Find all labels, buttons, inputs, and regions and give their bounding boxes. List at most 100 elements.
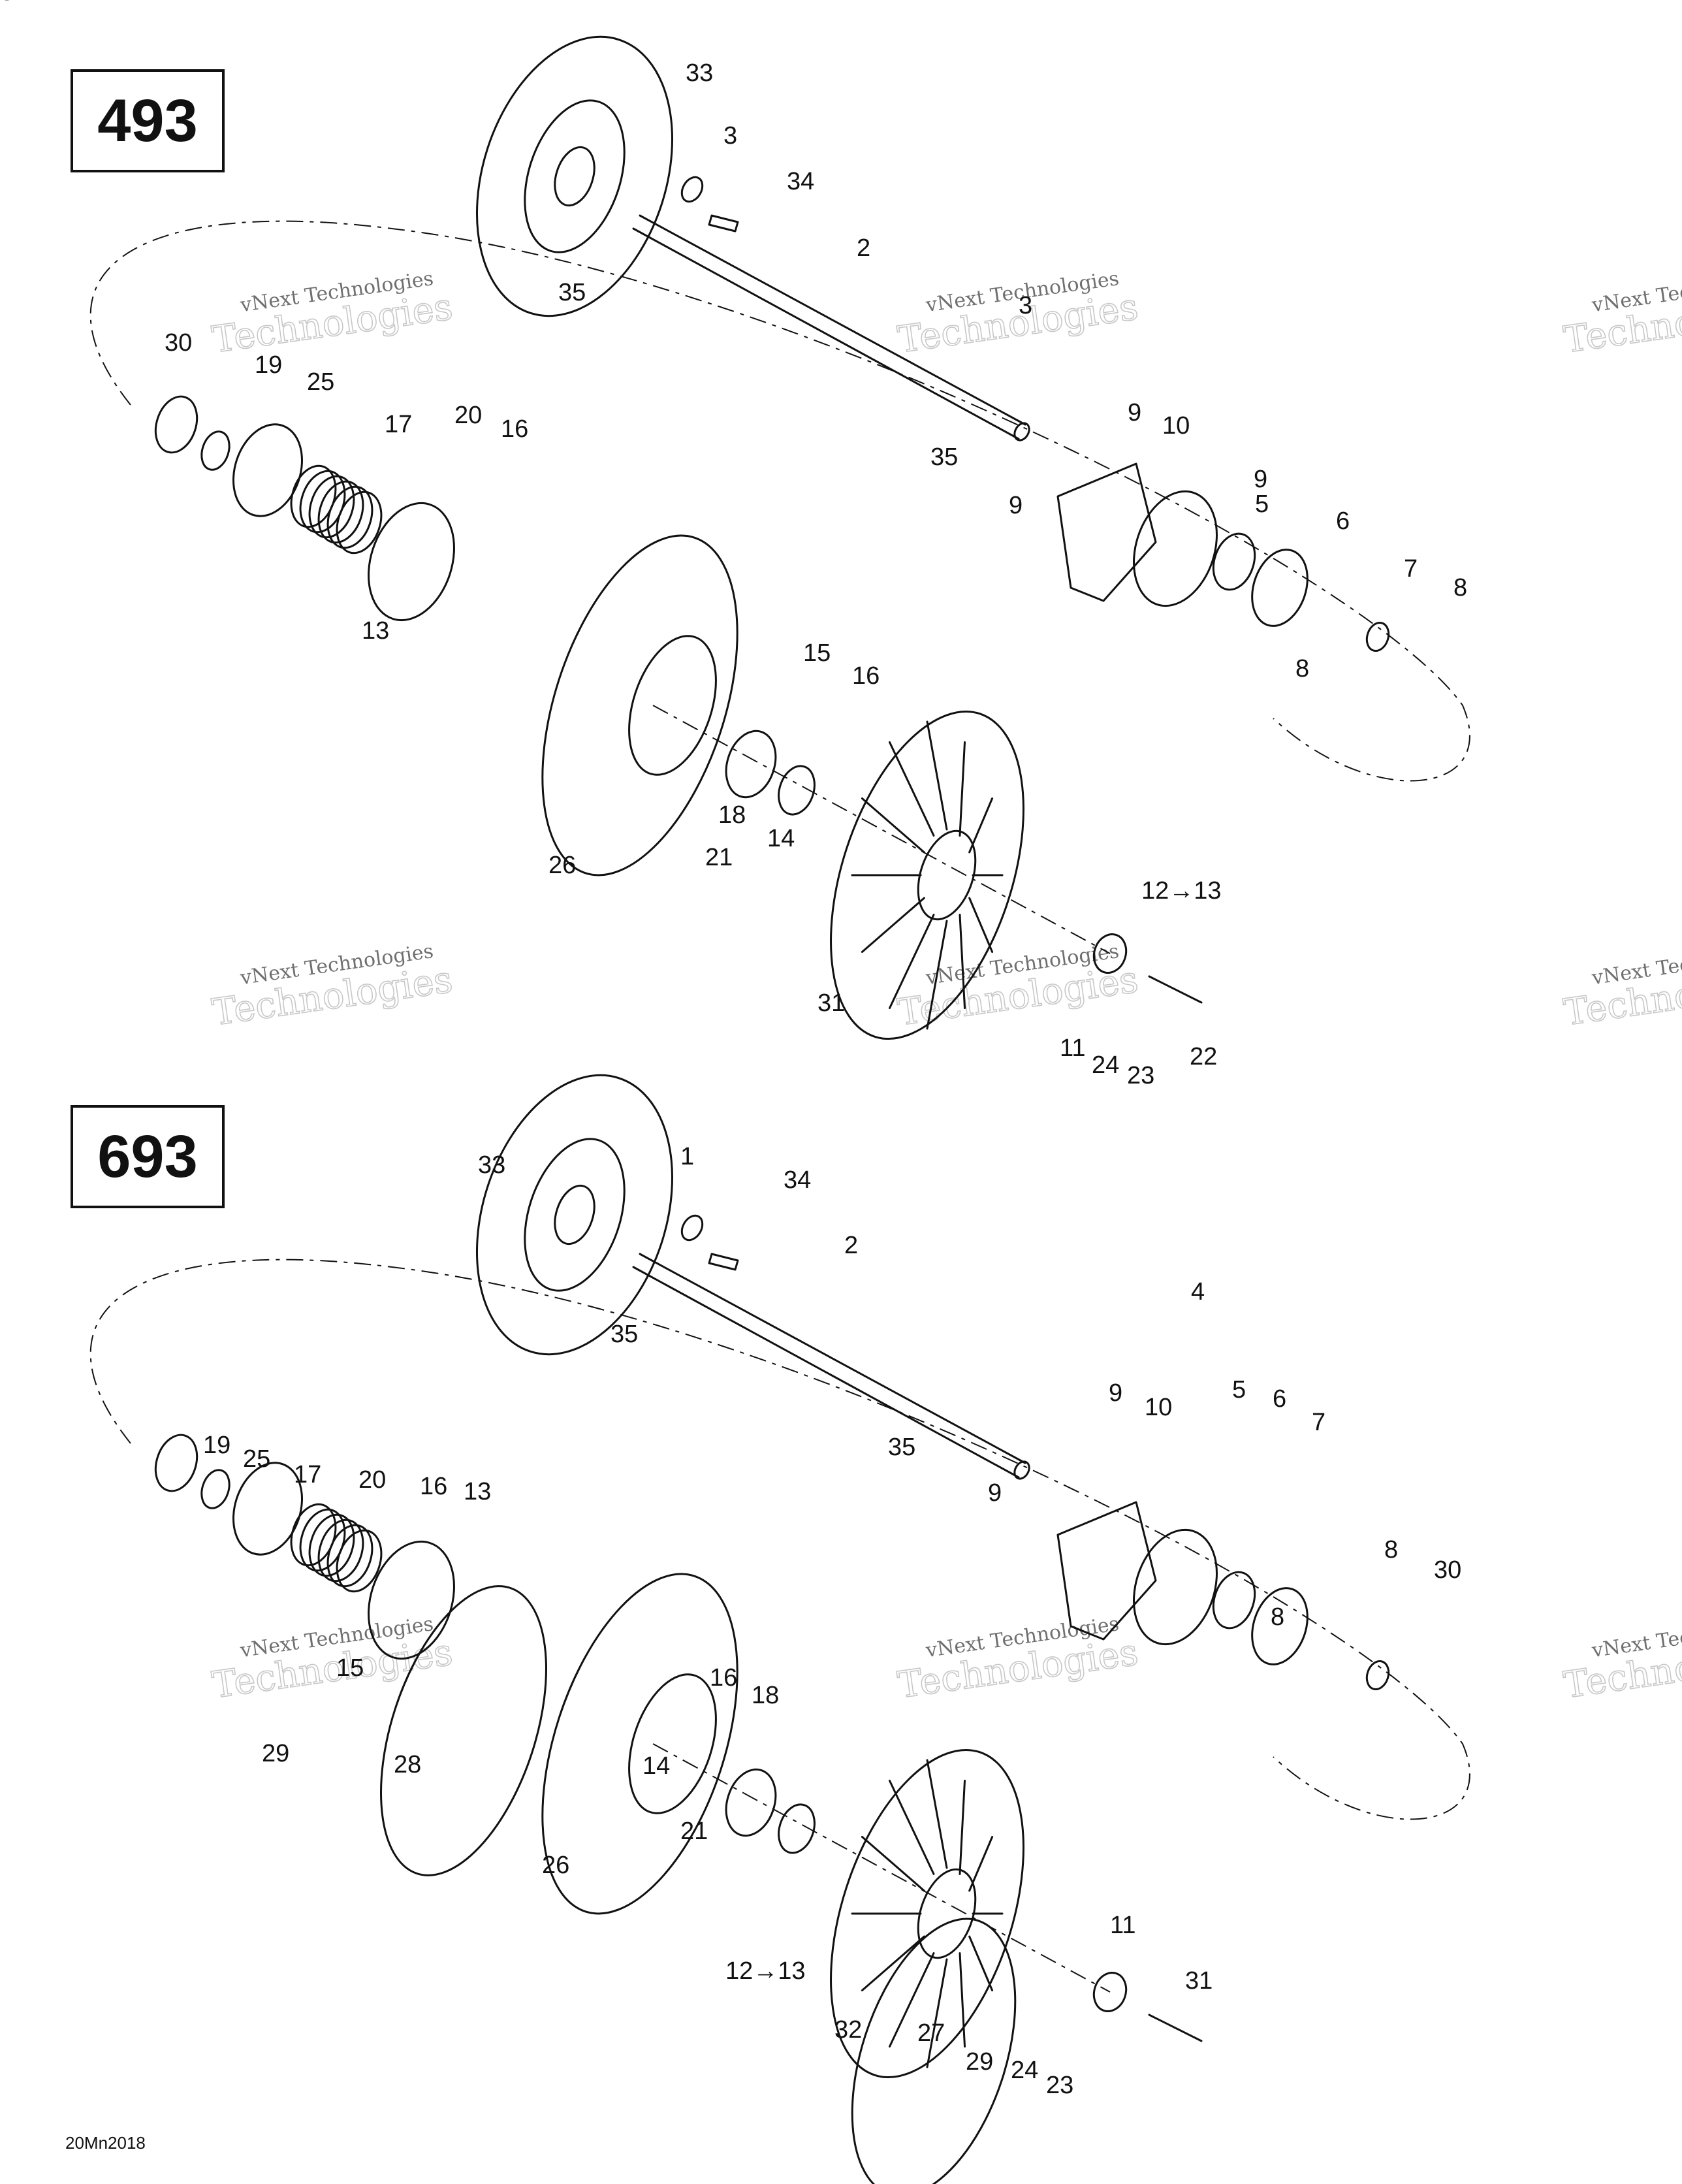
shaft-2-bottom [632, 1266, 1020, 1479]
bracket-plate [1056, 1501, 1157, 1641]
callout-693: 8 [1384, 1536, 1398, 1564]
callout-693: 24 [1011, 2057, 1038, 2084]
model-box-693: 693 [71, 1105, 225, 1208]
callout-693: 26 [542, 1852, 569, 1879]
fan-spoke [926, 1958, 948, 2068]
callout-493: 23 [1127, 1062, 1154, 1089]
fan-spoke [959, 1952, 966, 2048]
spacer-plate-5 [1133, 1528, 1218, 1646]
fan-spoke [889, 741, 935, 837]
washer-21 [778, 765, 816, 816]
fan-spoke [889, 1952, 935, 2048]
callout-493: 19 [255, 351, 282, 379]
bearing-6 [1212, 1571, 1256, 1630]
callout-693: 19 [203, 1432, 230, 1459]
callout-693: 21 [680, 1818, 708, 1845]
callout-693: 7 [1312, 1409, 1325, 1436]
o-ring-3 [680, 176, 704, 203]
key-34 [708, 1253, 739, 1271]
callout-493: 35 [558, 279, 586, 306]
callout-493: 14 [767, 825, 795, 852]
callout-493: 12→13 [1141, 877, 1222, 905]
callout-493: 18 [718, 801, 746, 829]
callout-693: 9 [1109, 1379, 1122, 1407]
fixed-sheave-bore [554, 1184, 595, 1245]
callout-693: 17 [294, 1461, 321, 1488]
callout-493: 15 [803, 639, 831, 667]
fan-spoke [959, 741, 966, 837]
fan-spoke [861, 1836, 925, 1892]
model-box-493: 493 [71, 69, 225, 172]
callout-493: 7 [1404, 555, 1418, 583]
callout-693: 31 [1185, 1967, 1213, 1995]
callout-693: 4 [1191, 1278, 1205, 1306]
washer-25 [200, 1469, 230, 1509]
cover-plate-28 [380, 1585, 547, 1876]
spring-20-coil [326, 1524, 373, 1588]
fixed-sheave-hub [524, 1138, 626, 1292]
washer-21 [778, 1803, 816, 1854]
callout-493: 9 [1254, 466, 1267, 493]
callout-693: 9 [988, 1479, 1002, 1507]
callout-493: 20 [454, 402, 482, 429]
callout-693: 34 [784, 1166, 811, 1194]
circlip-30 [1365, 622, 1390, 652]
callout-493: 11 [1060, 1035, 1085, 1062]
callout-493: 9 [1009, 492, 1023, 519]
circlip-30 [1365, 1660, 1390, 1690]
fan-spoke [861, 797, 925, 854]
spacer-plate-5 [1133, 490, 1218, 607]
callout-493: 8 [1295, 655, 1309, 682]
callout-493: 24 [1092, 1052, 1119, 1079]
callout-693: 6 [1273, 1385, 1286, 1413]
spring-20-coil [317, 1518, 364, 1582]
bearing-housing-7 [1251, 1587, 1309, 1665]
movable-sheave-12 [541, 534, 738, 876]
fan-spoke [959, 914, 966, 1010]
fan-spoke [926, 1759, 948, 1869]
belt-outline [89, 1259, 1470, 1820]
callout-693: 20 [358, 1466, 386, 1494]
callout-693: 12→13 [725, 1957, 806, 1985]
fan-spoke [889, 1779, 935, 1875]
circlip-19 [154, 1434, 198, 1492]
callout-493: 26 [548, 852, 576, 879]
callout-693: 14 [643, 1752, 670, 1780]
callout-693: 32 [834, 2016, 862, 2044]
callout-493: 13 [362, 617, 389, 645]
callout-693: 16 [420, 1473, 447, 1500]
fan-spoke [968, 1935, 994, 1991]
spring-20-coil [326, 485, 373, 549]
centerline [652, 1743, 1111, 1993]
callout-693: 10 [1145, 1394, 1172, 1421]
movable-sheave-hub [628, 1673, 717, 1814]
callout-693: 5 [1232, 1376, 1246, 1404]
bolt-32 [1148, 2014, 1203, 2042]
callout-493: 16 [501, 415, 528, 443]
callout-493: 8 [1453, 574, 1467, 602]
shaft-end [1013, 422, 1030, 442]
movable-sheave-12 [541, 1573, 738, 1915]
callout-693: 1 [680, 1143, 694, 1170]
fixed-sheave-bore [554, 146, 595, 207]
callout-693: 30 [1434, 1556, 1461, 1584]
bearing-housing-7 [1251, 549, 1309, 627]
fan-spoke [968, 797, 994, 854]
callout-693: 35 [611, 1321, 638, 1348]
circlip-19 [154, 395, 198, 454]
callout-493: 2 [857, 234, 870, 262]
cover-plate-27 [851, 1918, 1017, 2184]
callout-693: 8 [1271, 1603, 1284, 1631]
callout-693: 16 [710, 1664, 737, 1692]
key-34 [708, 214, 739, 233]
shaft-2-top [639, 214, 1026, 426]
callout-693: 18 [752, 1682, 779, 1709]
callout-693: 25 [243, 1445, 270, 1473]
